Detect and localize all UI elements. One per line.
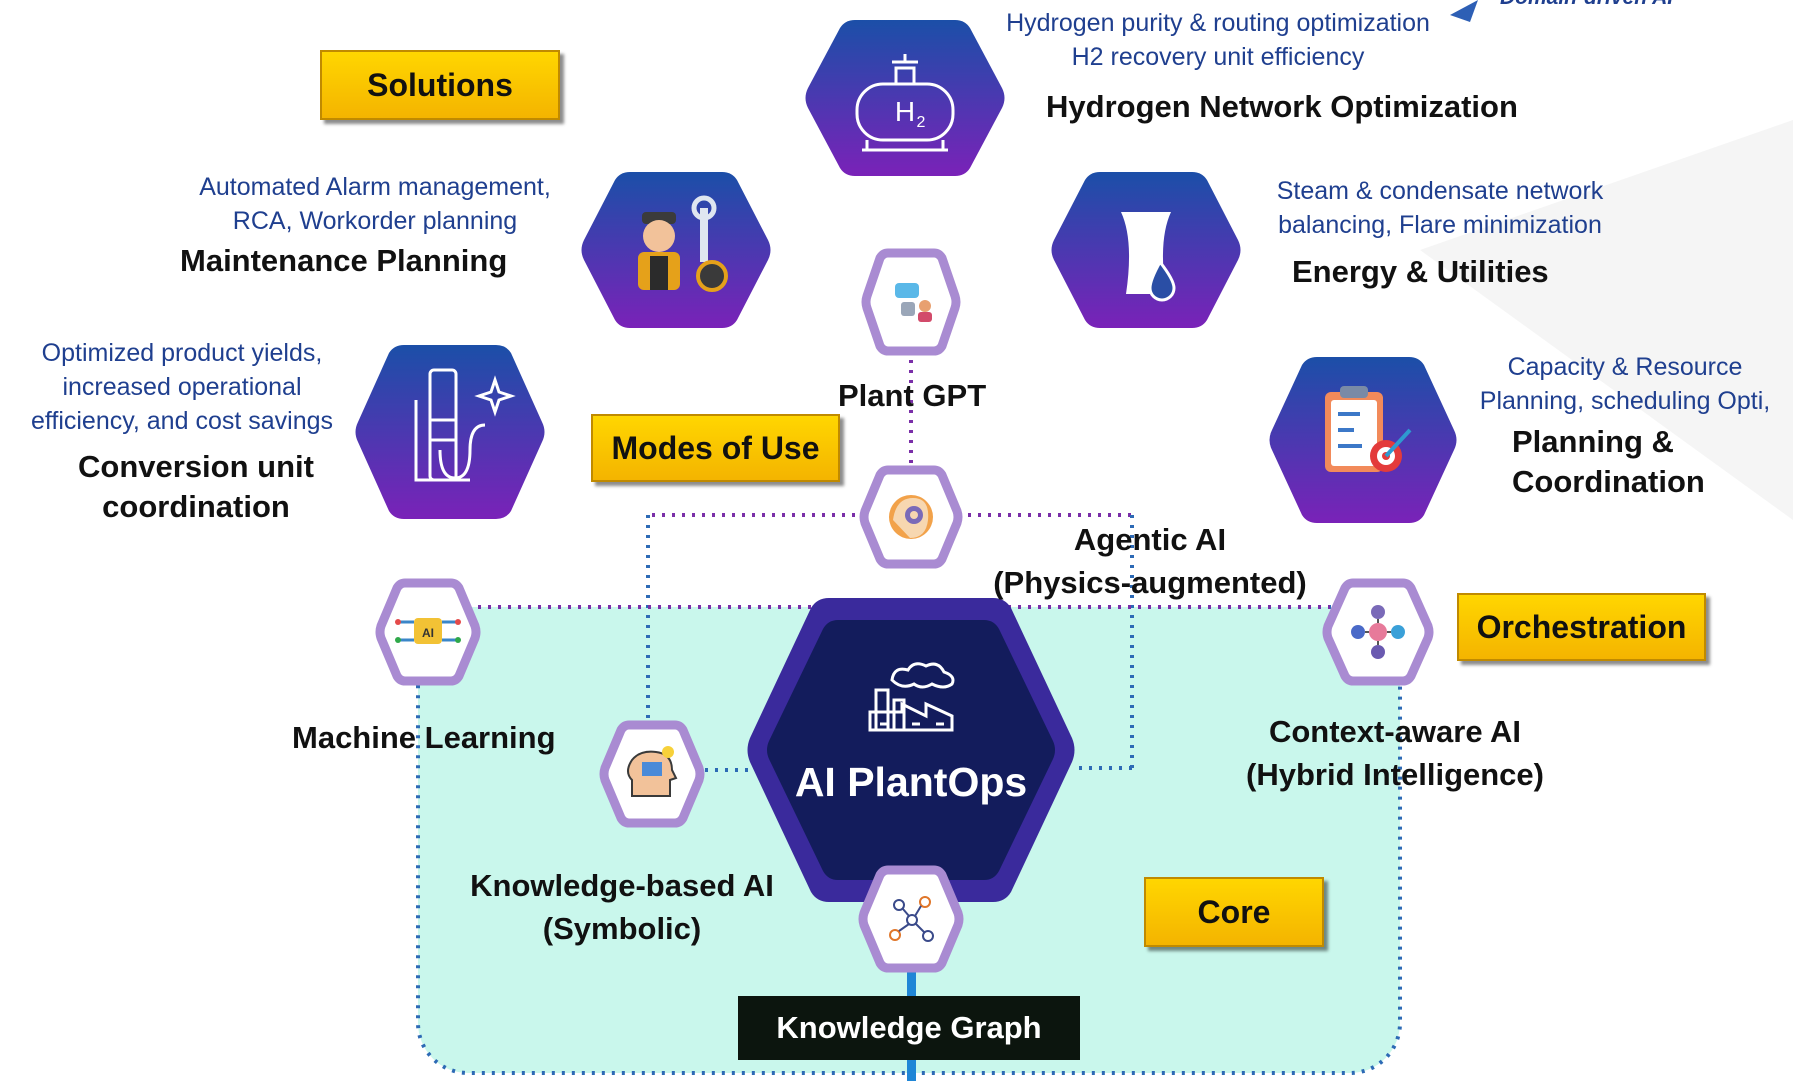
hex-knowledge-graph bbox=[858, 865, 964, 973]
conversion-title: Conversion unit coordination bbox=[46, 447, 346, 527]
conversion-desc-line-2: increased operational bbox=[62, 373, 302, 401]
network-people-icon bbox=[1351, 605, 1405, 659]
ai-plantops-label: AI PlantOps bbox=[794, 759, 1028, 805]
hex-hydrogen: H 2 bbox=[805, 20, 1005, 176]
agentic-label: Agentic AI (Physics-augmented) bbox=[980, 518, 1320, 604]
maintenance-title: Maintenance Planning bbox=[180, 243, 508, 278]
knowledge-graph-label: Knowledge Graph bbox=[738, 996, 1080, 1060]
factory-icon bbox=[868, 662, 955, 732]
plant-gpt-label: Plant GPT bbox=[838, 378, 987, 413]
agentic-label-line-2: (Physics-augmented) bbox=[993, 565, 1307, 600]
svg-text:2: 2 bbox=[917, 114, 926, 131]
energy-desc-line-2: balancing, Flare minimization bbox=[1278, 211, 1602, 239]
maintenance-desc-line-2: RCA, Workorder planning bbox=[232, 207, 518, 235]
energy-desc-line-1: Steam & condensate network bbox=[1276, 177, 1604, 205]
watermark-arrow bbox=[1420, 120, 1793, 520]
tag-modes-of-use: Modes of Use bbox=[591, 414, 840, 482]
hex-planning bbox=[1269, 357, 1457, 523]
svg-text:AI: AI bbox=[422, 626, 434, 640]
tag-solutions: Solutions bbox=[320, 50, 560, 120]
hex-knowledge-based bbox=[599, 720, 705, 828]
energy-title: Energy & Utilities bbox=[1292, 254, 1549, 289]
conversion-desc-line-1: Optimized product yields, bbox=[41, 339, 323, 367]
graph-nodes-icon bbox=[889, 896, 934, 942]
agentic-label-line-1: Agentic AI bbox=[1073, 522, 1227, 557]
header-fragment: Domain-driven AI bbox=[1500, 0, 1700, 14]
head-book-icon bbox=[627, 746, 678, 797]
hydrogen-title: Hydrogen Network Optimization bbox=[1046, 89, 1518, 124]
maintenance-desc-line-1: Automated Alarm management, bbox=[199, 173, 551, 201]
cooling-tower-icon bbox=[1121, 212, 1176, 302]
svg-text:H: H bbox=[895, 96, 915, 127]
hex-conversion bbox=[355, 345, 545, 519]
chat-bot-icon bbox=[895, 283, 932, 322]
hex-energy bbox=[1051, 172, 1241, 328]
machine-learning-label: Machine Learning bbox=[292, 720, 556, 755]
maintenance-desc: Automated Alarm management, RCA, Workord… bbox=[165, 170, 585, 238]
planning-title-line-1: Planning & bbox=[1512, 424, 1674, 459]
planning-desc-line-1: Capacity & Resource bbox=[1507, 353, 1743, 381]
tag-orchestration: Orchestration bbox=[1457, 593, 1706, 661]
clipboard-target-icon bbox=[1325, 386, 1412, 472]
context-aware-label-line-2: (Hybrid Intelligence) bbox=[1246, 757, 1544, 792]
brain-gear-icon bbox=[889, 495, 933, 539]
conversion-desc-line-3: efficiency, and cost savings bbox=[30, 407, 333, 435]
mechanic-icon bbox=[638, 195, 728, 292]
planning-desc: Capacity & Resource Planning, scheduling… bbox=[1460, 350, 1790, 418]
hex-agentic bbox=[859, 465, 963, 569]
hydrogen-desc: Hydrogen purity & routing optimization H… bbox=[958, 6, 1478, 74]
planning-title: Planning & Coordination bbox=[1512, 422, 1705, 502]
hex-ai-plantops bbox=[747, 598, 1075, 902]
hex-machine-learning: AI bbox=[375, 578, 481, 686]
header-arrow-fragment bbox=[1450, 0, 1478, 22]
planning-desc-line-2: Planning, scheduling Opti, bbox=[1479, 387, 1771, 415]
conversion-title-line-1: Conversion unit bbox=[78, 449, 314, 484]
hydrogen-tank-icon: H 2 bbox=[855, 54, 955, 152]
context-aware-label-line-1: Context-aware AI bbox=[1268, 714, 1522, 749]
context-aware-label: Context-aware AI (Hybrid Intelligence) bbox=[1225, 710, 1565, 796]
knowledge-based-label-line-1: Knowledge-based AI bbox=[470, 868, 774, 903]
conversion-title-line-2: coordination bbox=[102, 489, 290, 524]
connector-lines bbox=[478, 350, 1330, 772]
energy-desc: Steam & condensate network balancing, Fl… bbox=[1230, 174, 1650, 242]
distillation-icon bbox=[414, 368, 516, 482]
conversion-desc: Optimized product yields, increased oper… bbox=[14, 336, 350, 438]
planning-title-line-2: Coordination bbox=[1512, 464, 1705, 499]
hydrogen-desc-line-1: Hydrogen purity & routing optimization bbox=[1006, 9, 1430, 37]
ai-chip-icon: AI bbox=[395, 618, 461, 644]
hydrogen-desc-line-2: H2 recovery unit efficiency bbox=[1071, 43, 1365, 71]
hex-maintenance bbox=[581, 172, 771, 328]
knowledge-based-label-line-2: (Symbolic) bbox=[542, 911, 702, 946]
hex-plant-gpt bbox=[861, 248, 961, 356]
hex-context-aware bbox=[1322, 578, 1434, 686]
tag-core: Core bbox=[1144, 877, 1324, 947]
knowledge-based-label: Knowledge-based AI (Symbolic) bbox=[452, 864, 792, 950]
